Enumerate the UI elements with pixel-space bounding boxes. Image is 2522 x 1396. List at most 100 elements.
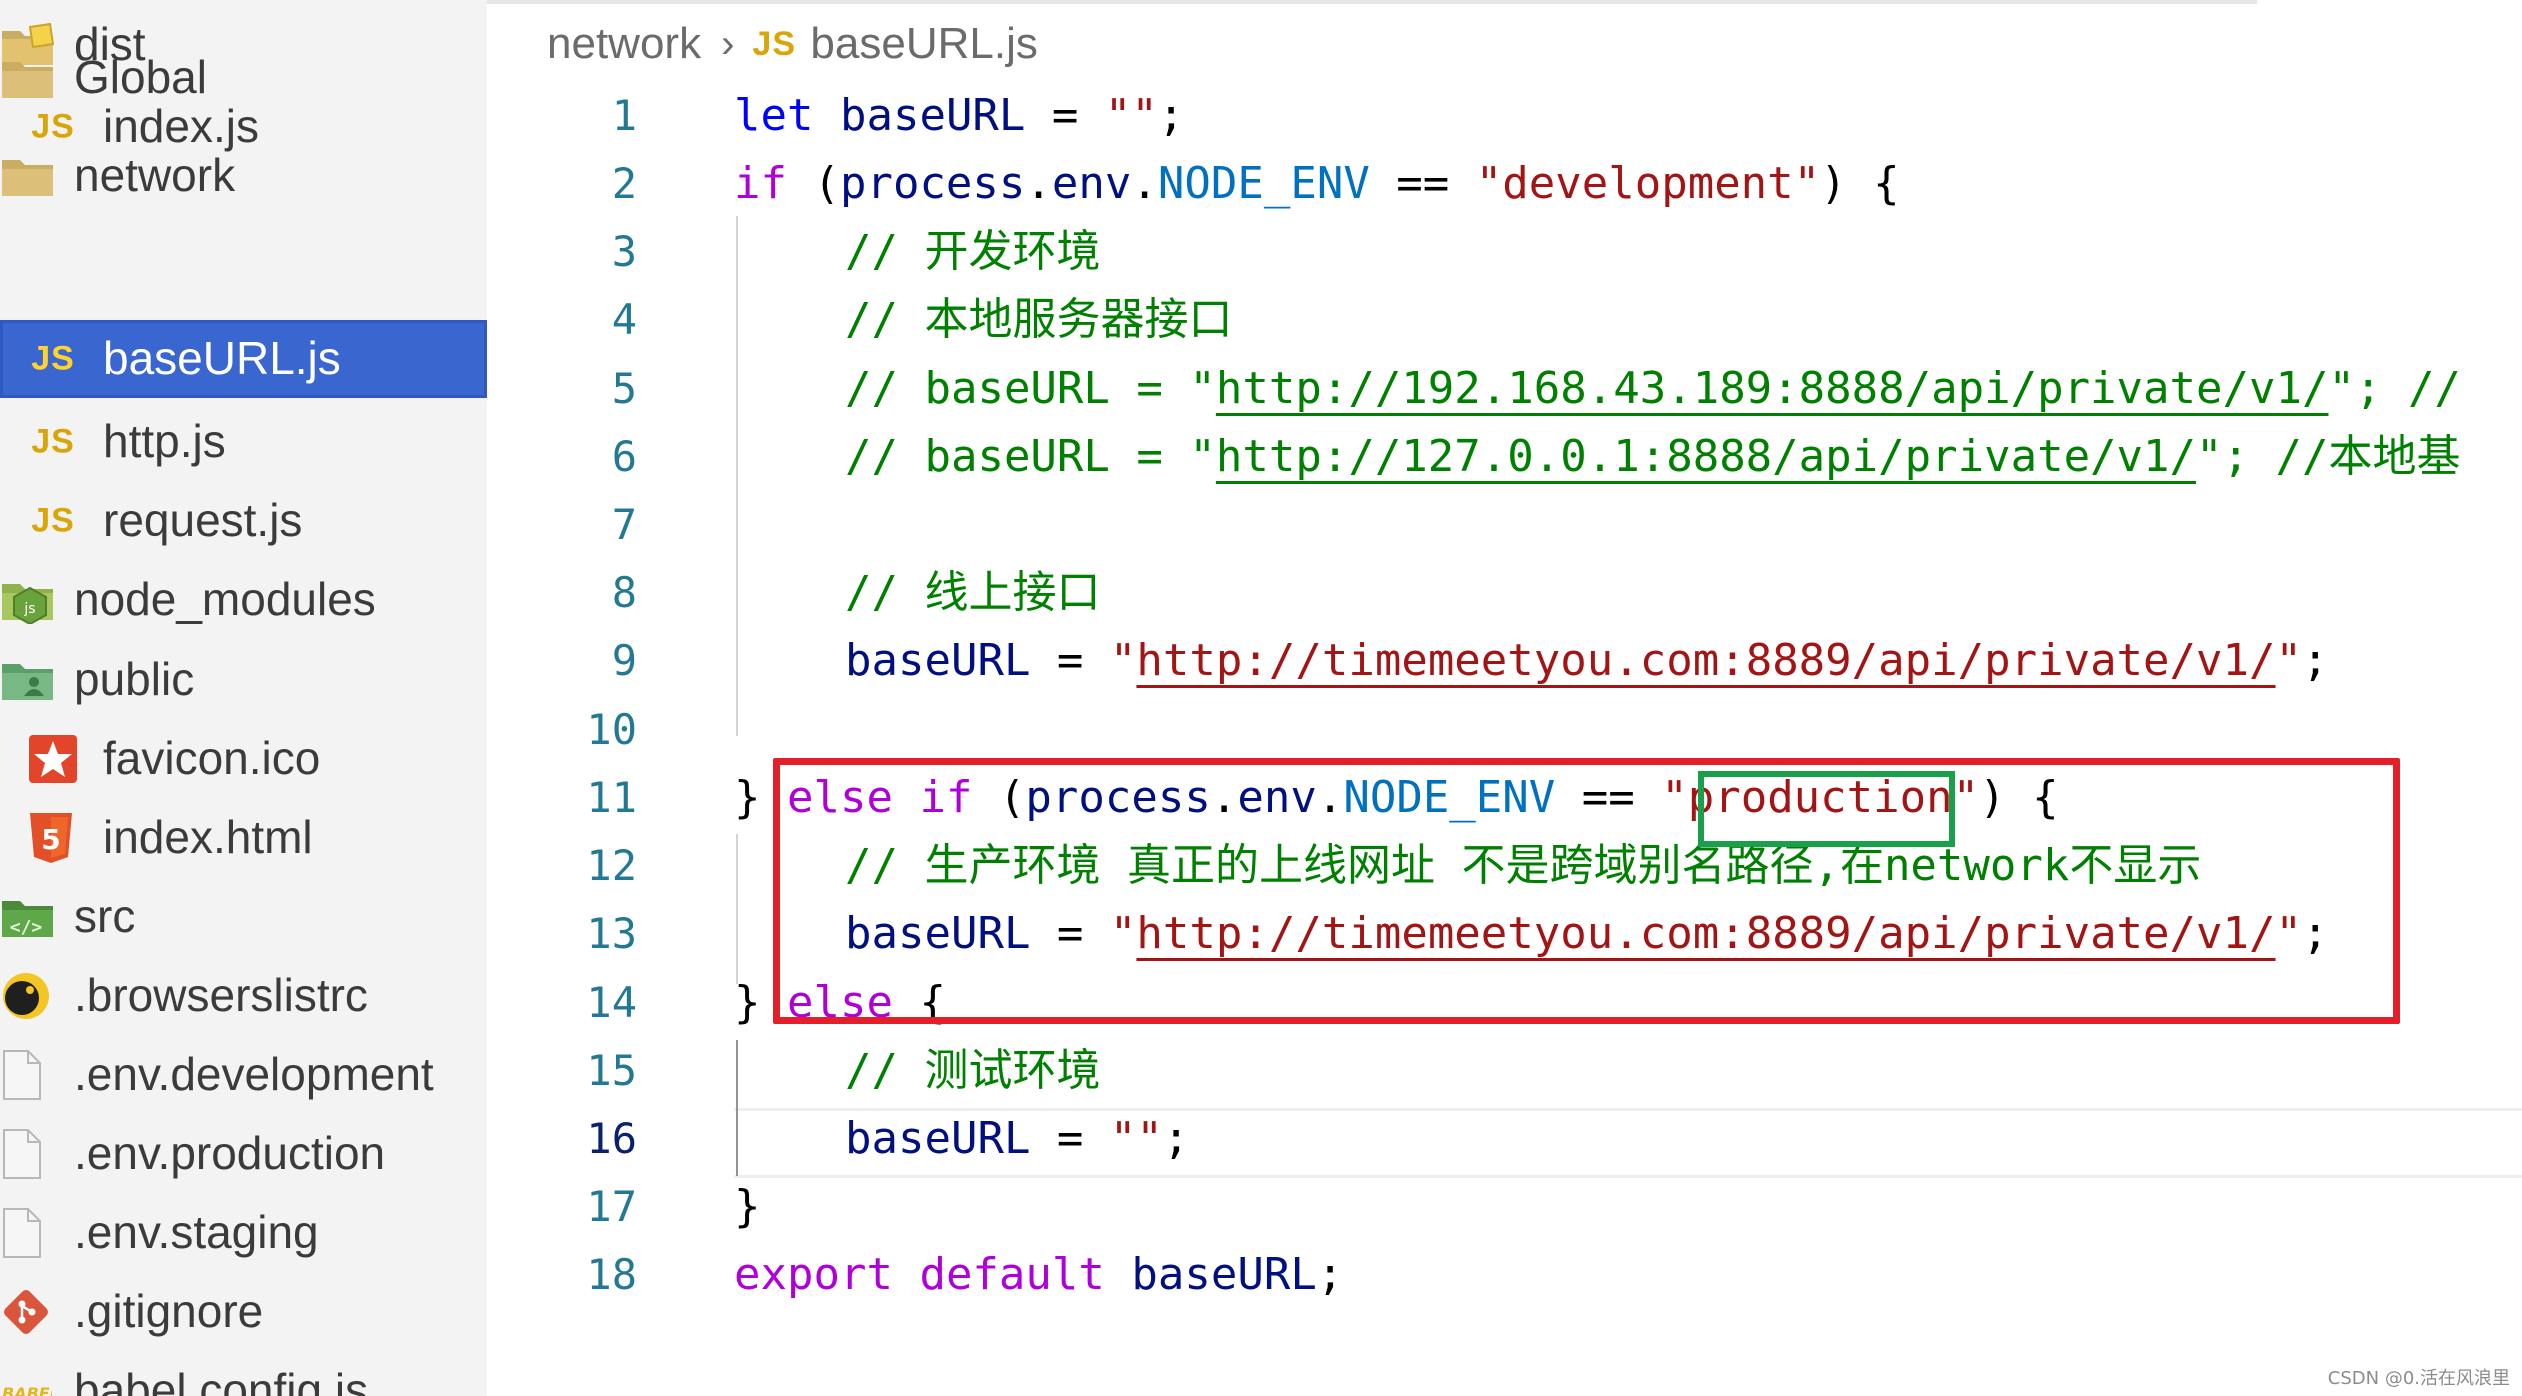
tree-item-label: src <box>74 889 136 942</box>
tree-item-label: baseURL.js <box>103 331 341 384</box>
tree-item-env-staging[interactable]: .env.staging <box>0 1194 487 1272</box>
code-line-13: baseURL = "http://timemeetyou.com:8889/a… <box>845 908 2329 959</box>
line-number: 1 <box>611 91 637 140</box>
babel-icon: BABEL <box>0 1371 52 1396</box>
tree-item-dist[interactable]: dist <box>0 6 487 84</box>
tree-item-label: request.js <box>103 493 303 546</box>
js-file-icon: JS <box>752 24 796 63</box>
line-number: 17 <box>586 1182 637 1231</box>
file-icon <box>0 1207 44 1259</box>
tree-item-index-html[interactable]: 5 index.html <box>0 799 487 877</box>
comment-link[interactable]: http://127.0.0.1:8888/api/private/v1/ <box>1215 431 2197 482</box>
file-icon <box>0 1128 44 1180</box>
folder-icon <box>0 56 56 100</box>
js-file-icon: JS <box>31 107 75 146</box>
tree-item-node-modules[interactable]: js node_modules <box>0 561 487 639</box>
tree-item-label: dist <box>74 17 146 70</box>
line-number: 2 <box>611 159 637 208</box>
tree-item-http-js[interactable]: JS http.js <box>0 403 487 481</box>
breadcrumb-file[interactable]: baseURL.js <box>810 19 1038 68</box>
code-line-2: if (process.env.NODE_ENV == "development… <box>734 158 1900 209</box>
chevron-right-icon: › <box>721 21 735 66</box>
breadcrumb-folder[interactable]: network <box>547 19 702 68</box>
tree-item-favicon-ico[interactable]: favicon.ico <box>0 720 487 798</box>
browserslist-icon <box>0 970 52 1022</box>
tree-item-label: index.js <box>103 99 259 152</box>
svg-text:js: js <box>23 601 35 617</box>
line-number: 4 <box>611 295 637 344</box>
js-file-icon: JS <box>31 422 75 461</box>
tree-item-baseurl-js[interactable]: JS baseURL.js <box>0 320 487 398</box>
line-number: 14 <box>586 978 637 1027</box>
tree-item-label: network <box>74 148 236 201</box>
tree-item-browserslistrc[interactable]: .browserslistrc <box>0 957 487 1035</box>
tree-item-label: .browserslistrc <box>74 968 368 1021</box>
breadcrumb: network › JS baseURL.js <box>547 14 1038 74</box>
code-editor[interactable]: network › JS baseURL.js 1 2 3 4 5 6 7 8 … <box>487 0 2522 1396</box>
line-number: 3 <box>611 227 637 276</box>
folder-public-icon <box>0 656 56 704</box>
code-line-5: // baseURL = "http://192.168.43.189:8888… <box>845 363 2461 414</box>
string-link[interactable]: http://timemeetyou.com:8889/api/private/… <box>1136 635 2276 686</box>
indent-guide <box>736 834 738 984</box>
tree-item-label: .env.development <box>74 1047 434 1100</box>
tree-item-label: node_modules <box>74 572 376 625</box>
code-line-4: // 本地服务器接口 <box>845 294 1233 345</box>
code-line-16: baseURL = ""; <box>845 1113 1190 1164</box>
line-number: 18 <box>586 1250 637 1299</box>
indent-guide <box>736 216 738 736</box>
code-line-3: // 开发环境 <box>845 226 1101 277</box>
code-line-11: } else if (process.env.NODE_ENV == "prod… <box>734 772 2059 823</box>
folder-src-icon: </> <box>0 893 56 941</box>
tree-item-env-production[interactable]: .env.production <box>0 1115 487 1193</box>
tree-item-index-js[interactable]: JS index.js <box>0 88 487 166</box>
tree-item-gitignore[interactable]: .gitignore <box>0 1273 487 1351</box>
folder-icon <box>0 154 56 198</box>
code-line-1: let baseURL = ""; <box>734 90 1185 141</box>
file-explorer-sidebar: dist Global JS index.js network JS baseU… <box>0 0 487 1396</box>
js-file-icon: JS <box>31 501 75 540</box>
code-line-6: // baseURL = "http://127.0.0.1:8888/api/… <box>845 431 2461 482</box>
tree-item-env-development[interactable]: .env.development <box>0 1036 487 1114</box>
tree-item-global[interactable]: Global <box>0 39 487 117</box>
tree-item-label: .gitignore <box>74 1284 264 1337</box>
tree-item-babel-config-js[interactable]: BABEL babel.config.js <box>0 1352 487 1396</box>
current-line-highlight <box>734 1108 2522 1178</box>
indent-guide-active <box>736 1040 738 1176</box>
tree-item-label: .env.production <box>74 1126 386 1179</box>
editor-top-border <box>487 0 2257 4</box>
tree-item-label: Global <box>74 50 207 103</box>
line-number: 13 <box>586 909 637 958</box>
tree-item-label: index.html <box>103 810 313 863</box>
js-file-icon: JS <box>31 339 75 378</box>
comment-link[interactable]: http://192.168.43.189:8888/api/private/v… <box>1215 363 2329 414</box>
file-icon <box>0 1049 44 1101</box>
tree-item-network[interactable]: network <box>0 137 487 215</box>
favicon-star-icon <box>28 734 78 784</box>
svg-text:5: 5 <box>41 823 60 856</box>
code-line-12: // 生产环境 真正的上线网址 不是跨域别名路径,在network不显示 <box>845 840 2202 891</box>
git-icon <box>0 1286 52 1338</box>
line-number: 7 <box>611 500 637 549</box>
line-number-active: 16 <box>586 1114 637 1163</box>
tree-item-label: favicon.ico <box>103 731 321 784</box>
tree-item-public[interactable]: public <box>0 641 487 719</box>
code-line-8: // 线上接口 <box>845 567 1101 618</box>
svg-text:BABEL: BABEL <box>2 1384 52 1396</box>
folder-node-icon: js <box>0 576 56 624</box>
code-line-9: baseURL = "http://timemeetyou.com:8889/a… <box>845 635 2329 686</box>
tree-item-label: http.js <box>103 414 226 467</box>
code-line-18: export default baseURL; <box>734 1249 1344 1300</box>
watermark: CSDN @0.活在风浪里 <box>2327 1368 2510 1389</box>
line-number: 12 <box>586 841 637 890</box>
tree-item-src[interactable]: </> src <box>0 878 487 956</box>
line-number: 5 <box>611 364 637 413</box>
tree-item-label: babel.config.js <box>74 1363 369 1396</box>
html5-icon: 5 <box>28 812 74 864</box>
annotation-green-box <box>1698 771 1955 847</box>
line-number: 10 <box>586 705 637 754</box>
line-number: 8 <box>611 568 637 617</box>
tree-item-request-js[interactable]: JS request.js <box>0 482 487 560</box>
string-link[interactable]: http://timemeetyou.com:8889/api/private/… <box>1136 908 2276 959</box>
line-number: 9 <box>611 636 637 685</box>
